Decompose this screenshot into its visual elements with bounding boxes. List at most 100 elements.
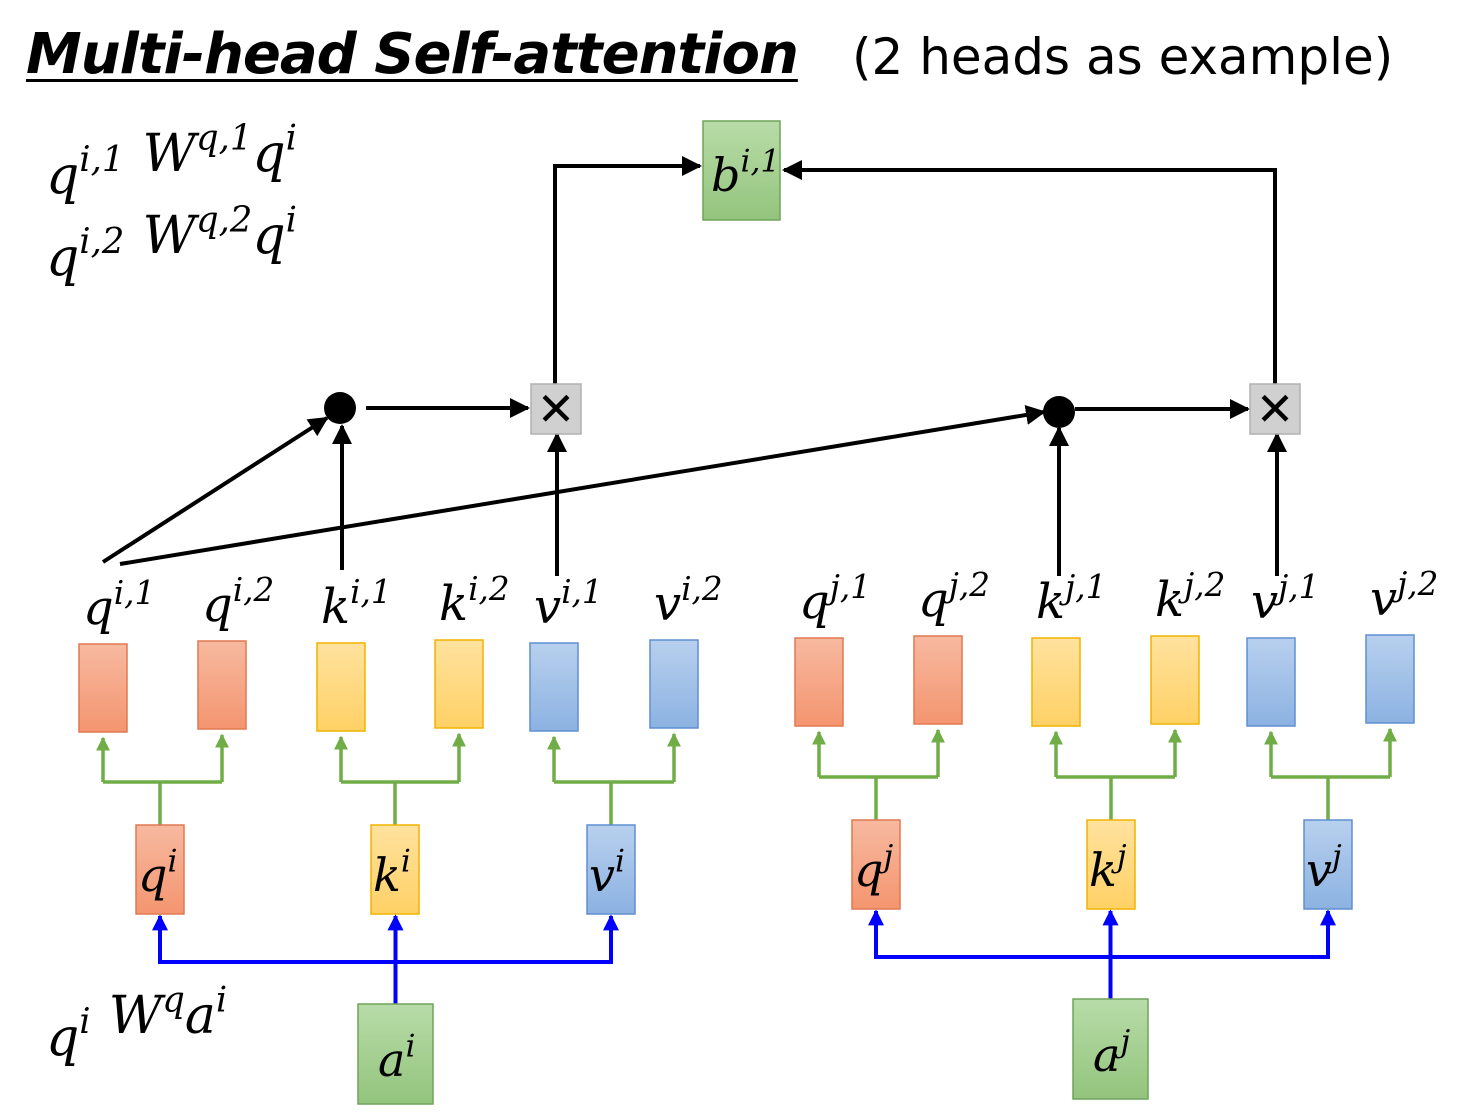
head-label-q-j-2: qj,2 xyxy=(918,566,990,628)
head-label-k-j-1: kj,1 xyxy=(1036,568,1106,630)
equation-q-i-1-lhs: q xyxy=(46,146,79,206)
input-label-a-i-sup: i xyxy=(405,1029,415,1065)
head-label-k-i-1: ki,1 xyxy=(321,573,392,635)
multiply-icon: ✕ xyxy=(1256,382,1295,436)
input-label-a-i-base: a xyxy=(378,1033,405,1087)
input-bus-line xyxy=(874,911,1330,959)
head-box-q-j-2 xyxy=(913,635,963,725)
multiply-box xyxy=(1249,383,1301,435)
head-label-k-i-2: ki,2 xyxy=(439,570,510,632)
head-label-v-i-2: vi,2 xyxy=(654,570,723,632)
head-box-k-j-2 xyxy=(1150,635,1200,725)
output-box-b xyxy=(702,120,781,221)
mid-label-q-j: qj xyxy=(854,839,893,897)
query-to-dot-line xyxy=(119,405,1046,566)
multiply-box xyxy=(530,383,582,435)
head-box-k-i-2 xyxy=(434,639,484,729)
head-label-k-i-2-base: k xyxy=(439,576,468,632)
head-box-v-i-1 xyxy=(529,642,579,732)
vector-box-k-i xyxy=(370,824,420,915)
equation-q-i-2-rhs_w: W xyxy=(143,206,200,266)
equation-q-i-1-rhs_v: q xyxy=(252,124,285,184)
mult-to-output-line xyxy=(782,160,1277,384)
equation-q-i-2-lhs: q xyxy=(46,228,79,288)
head-label-q-j-1-base: q xyxy=(799,574,830,630)
head-label-k-i-1-sup: i,1 xyxy=(350,573,392,611)
head-box-q-i-1 xyxy=(78,643,128,733)
output-label-b: bi,1 xyxy=(711,144,780,202)
mid-label-q-i: qi xyxy=(138,844,177,902)
head-label-v-j-2-base: v xyxy=(1370,571,1397,627)
head-label-k-j-1-sup: j,1 xyxy=(1059,568,1106,606)
dot-product-icon xyxy=(324,392,356,424)
vector-box-q-j xyxy=(851,819,901,910)
input-box-a-i xyxy=(357,1003,434,1105)
equation-q-i-rhs_w_sup: q xyxy=(162,979,185,1020)
vector-box-q-i xyxy=(135,824,185,915)
head-label-k-j-2-sup: j,2 xyxy=(1178,566,1225,604)
head-label-k-j-2: kj,2 xyxy=(1155,566,1225,628)
output-label-b-sup: i,1 xyxy=(740,144,780,180)
mid-label-v-i-sup: i xyxy=(615,844,625,880)
equation-q-i-1-lhs_sup: i,1 xyxy=(79,139,124,180)
mid-label-v-j-base: v xyxy=(1306,843,1332,897)
page-subtitle: (2 heads as example) xyxy=(852,28,1394,86)
head-label-q-i-2-sup: i,2 xyxy=(233,571,275,609)
equation-q-i-lhs_sup: i xyxy=(79,1001,90,1042)
head-label-v-j-2-sup: j,2 xyxy=(1391,565,1438,603)
input-label-a-i: ai xyxy=(378,1029,415,1087)
equation-q-i-rhs_v_sup: i xyxy=(216,979,227,1020)
dot-product-icon xyxy=(1043,396,1075,428)
query-to-dot-line xyxy=(101,416,329,564)
head-label-k-i-1-base: k xyxy=(321,579,350,635)
vector-box-v-i xyxy=(586,824,636,915)
head-label-v-i-2-sup: i,2 xyxy=(681,570,723,608)
equation-q-i-1-rhs_w: W xyxy=(143,124,200,184)
equation-q-i-2-lhs_sup: i,2 xyxy=(79,221,124,262)
head-label-k-j-2-base: k xyxy=(1155,572,1184,628)
head-label-q-i-1-base: q xyxy=(83,580,114,636)
mid-label-q-i-base: q xyxy=(138,848,167,902)
head-label-q-i-2-base: q xyxy=(202,577,233,633)
head-box-v-i-2 xyxy=(649,639,699,729)
mid-label-k-i-sup: i xyxy=(401,844,411,880)
output-label-b-base: b xyxy=(711,148,740,202)
head-box-k-i-1 xyxy=(316,642,366,732)
head-label-q-j-1: qj,1 xyxy=(799,568,871,630)
equation-q-i-rhs_v: a xyxy=(185,986,216,1046)
mid-label-k-j: kj xyxy=(1089,839,1127,897)
head-box-k-j-1 xyxy=(1031,637,1081,727)
head-label-v-i-1-base: v xyxy=(534,579,561,635)
head-label-v-i-1-sup: i,1 xyxy=(561,573,603,611)
head-box-q-j-1 xyxy=(794,637,844,727)
head-label-v-i-1: vi,1 xyxy=(534,573,603,635)
page-title: Multi-head Self-attention xyxy=(26,22,799,87)
mid-label-k-i-base: k xyxy=(373,848,401,902)
head-box-q-i-2 xyxy=(197,640,247,730)
mid-label-q-i-sup: i xyxy=(167,844,177,880)
head-label-v-j-2: vj,2 xyxy=(1370,565,1438,627)
mid-label-v-i: vi xyxy=(589,844,625,902)
equation-q-i-2-rhs_v_sup: i xyxy=(286,199,297,240)
head-label-q-i-1-sup: i,1 xyxy=(114,574,156,612)
head-box-v-j-2 xyxy=(1365,634,1415,724)
vector-box-v-j xyxy=(1303,819,1353,910)
multiply-icon: ✕ xyxy=(537,382,576,436)
head-label-q-i-1: qi,1 xyxy=(83,574,155,636)
head-box-v-j-1 xyxy=(1246,637,1296,727)
mid-label-v-j: vj xyxy=(1306,839,1342,897)
equation-q-i-2-rhs_v: q xyxy=(252,206,285,266)
equation-q-i-2-rhs_w_sup: q,2 xyxy=(196,199,252,240)
equation-q-i-1-rhs_v_sup: i xyxy=(286,117,297,158)
head-label-v-i-2-base: v xyxy=(654,576,681,632)
input-box-a-j xyxy=(1072,998,1149,1100)
head-label-q-j-2-sup: j,2 xyxy=(943,566,990,604)
mid-label-k-j-base: k xyxy=(1089,843,1117,897)
head-label-q-j-1-sup: j,1 xyxy=(824,568,871,606)
head-label-v-j-1-sup: j,1 xyxy=(1272,568,1319,606)
head-label-v-j-1-base: v xyxy=(1251,574,1278,630)
